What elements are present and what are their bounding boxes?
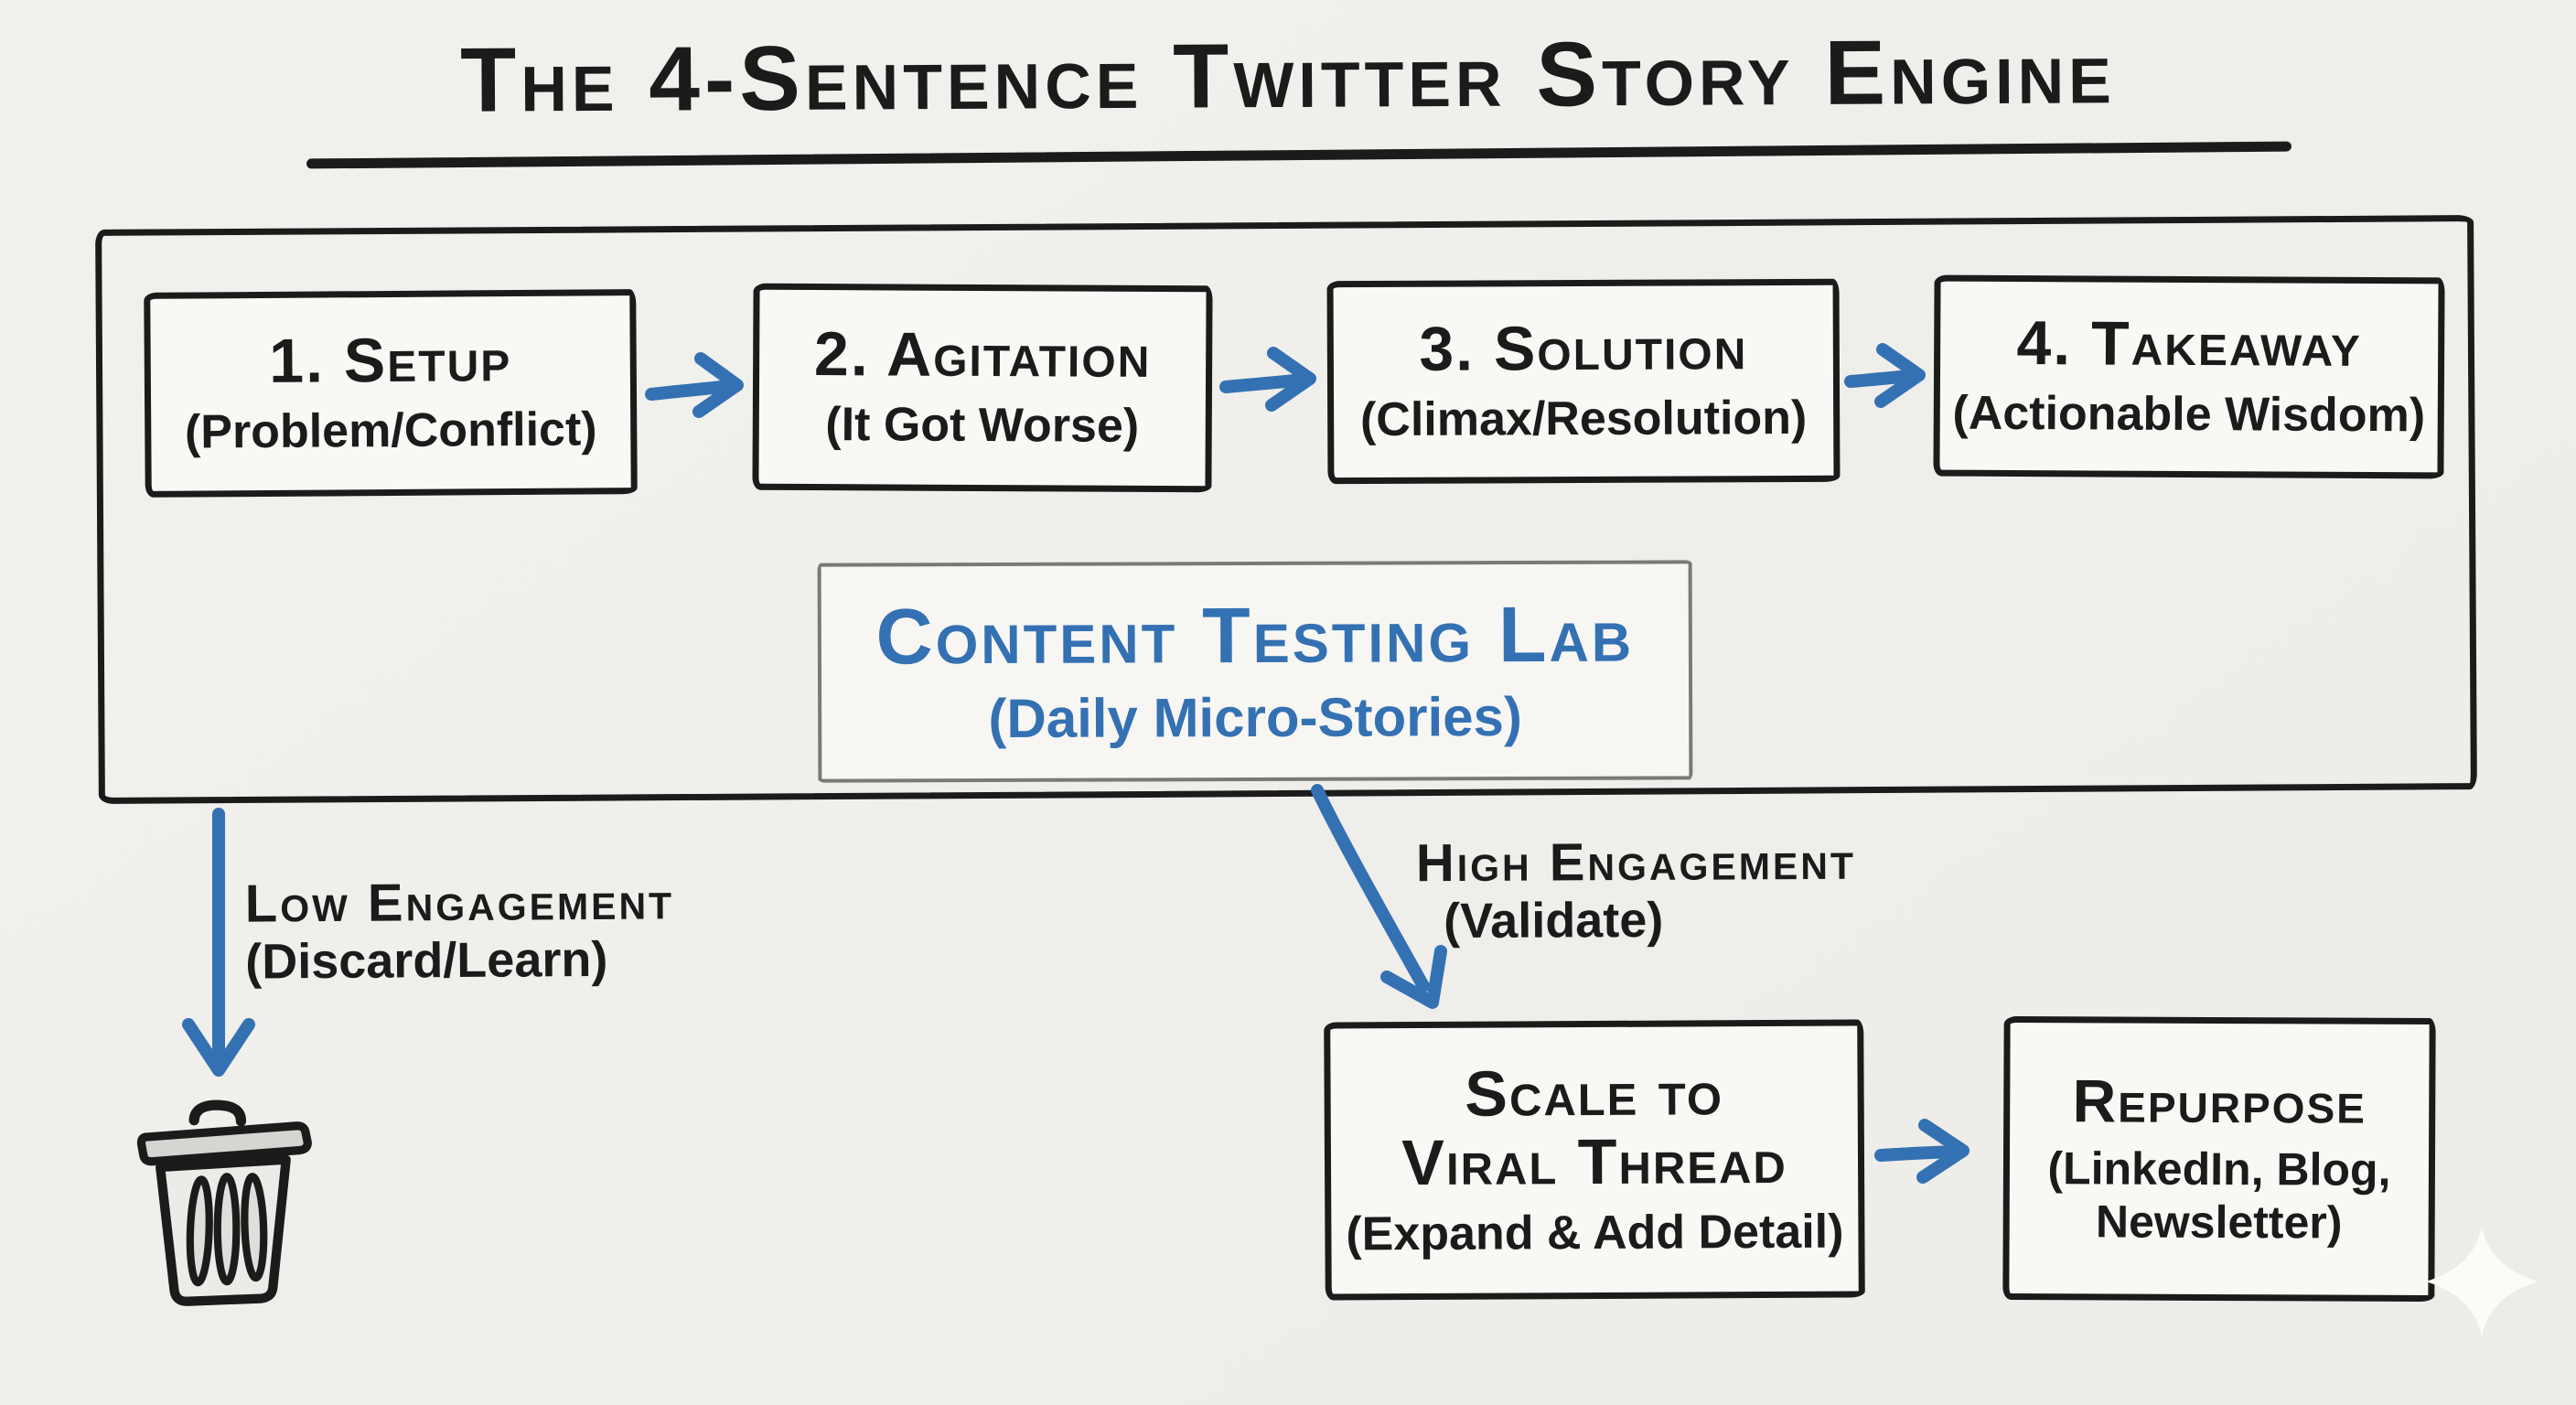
step-box-takeaway: 4. Takeaway (Actionable Wisdom) xyxy=(1933,274,2445,479)
step-heading: 2. Agitation xyxy=(813,319,1152,391)
step-sub: (Climax/Resolution) xyxy=(1359,391,1808,446)
low-engagement-heading: Low Engagement xyxy=(244,871,675,934)
step-box-agitation: 2. Agitation (It Got Worse) xyxy=(752,283,1213,493)
arrow-scale-to-repurpose xyxy=(1874,1119,1970,1184)
arrow-low-engagement-down xyxy=(182,808,255,1077)
low-engagement-sub: (Discard/Learn) xyxy=(245,931,608,990)
step-box-solution: 3. Solution (Climax/Resolution) xyxy=(1326,278,1841,485)
high-engagement-heading: High Engagement xyxy=(1415,831,1857,894)
step-heading: 3. Solution xyxy=(1419,313,1748,385)
content-testing-lab-box: Content Testing Lab (Daily Micro-Stories… xyxy=(817,560,1693,783)
lab-sub: (Daily Micro-Stories) xyxy=(988,685,1523,749)
scale-heading-line1: Scale to xyxy=(1465,1056,1724,1130)
lab-heading: Content Testing Lab xyxy=(875,590,1635,681)
sparkle-icon xyxy=(2426,1226,2538,1337)
repurpose-sub-line1: (LinkedIn, Blog, xyxy=(2047,1142,2391,1196)
high-engagement-sub: (Validate) xyxy=(1444,892,1664,949)
repurpose-sub: (LinkedIn, Blog, Newsletter) xyxy=(2047,1142,2390,1249)
step-sub: (It Got Worse) xyxy=(825,397,1140,453)
step-sub: (Problem/Conflict) xyxy=(184,402,597,459)
step-heading: 1. Setup xyxy=(268,325,512,397)
scale-to-viral-thread-box: Scale to Viral Thread (Expand & Add Deta… xyxy=(1324,1019,1865,1301)
page-title: The 4-Sentence Twitter Story Engine xyxy=(459,20,2117,132)
repurpose-box: Repurpose (LinkedIn, Blog, Newsletter) xyxy=(2002,1015,2436,1303)
high-engagement-label: High Engagement (Validate) xyxy=(1415,831,1857,949)
scale-sub: (Expand & Add Detail) xyxy=(1346,1205,1844,1261)
scale-heading: Scale to Viral Thread xyxy=(1401,1056,1787,1199)
step-heading: 4. Takeaway xyxy=(2016,308,2363,381)
scale-heading-line2: Viral Thread xyxy=(1401,1124,1787,1199)
trash-can-icon xyxy=(136,1099,312,1306)
repurpose-sub-line2: Newsletter) xyxy=(2095,1196,2343,1249)
low-engagement-label: Low Engagement (Discard/Learn) xyxy=(244,871,675,990)
repurpose-heading: Repurpose xyxy=(2072,1067,2367,1136)
title-underline xyxy=(306,141,2292,169)
step-sub: (Actionable Wisdom) xyxy=(1952,386,2426,443)
step-box-setup: 1. Setup (Problem/Conflict) xyxy=(144,289,638,498)
